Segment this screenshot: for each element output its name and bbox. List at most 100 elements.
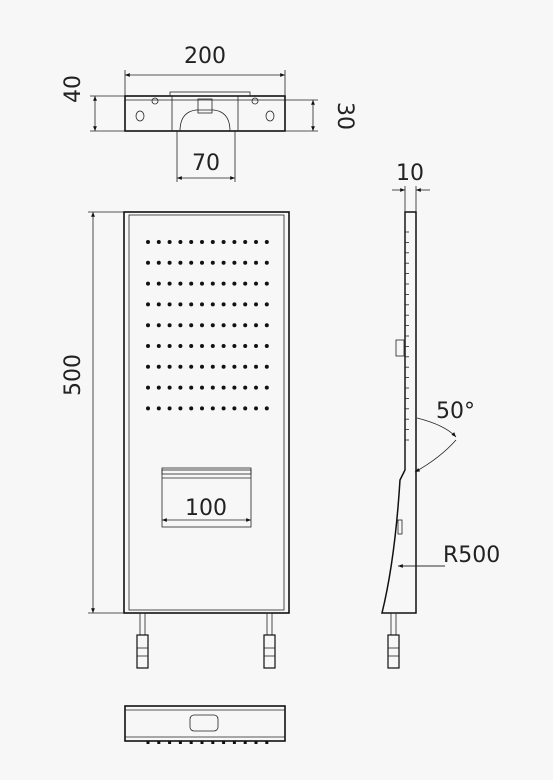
control-window-lip (161, 467, 252, 475)
nozzle-dot (156, 302, 161, 307)
nozzle-grid (146, 240, 269, 411)
nozzle-dot (221, 344, 226, 348)
nozzle-dot (156, 281, 161, 286)
nozzle-dot (178, 406, 183, 411)
nozzle-dot (221, 281, 226, 286)
nozzle-dot (221, 323, 226, 328)
nozzle-dot (254, 385, 258, 390)
nozzle-dot (189, 302, 194, 307)
bottom-nozzle (265, 741, 269, 744)
nozzle-dot (254, 302, 258, 307)
nozzle-dot (254, 260, 258, 265)
nozzle-dot (210, 406, 215, 411)
nozzle-dot (232, 385, 237, 390)
nozzle-dot (221, 302, 226, 307)
nozzle-dot (189, 281, 194, 286)
side-view-control (395, 339, 405, 357)
nozzle-dot (210, 385, 215, 390)
nozzle-dot (146, 406, 150, 411)
dim-top-width: 200 (184, 44, 226, 69)
dim-top-inner-width: 70 (192, 151, 220, 176)
nozzle-dot (178, 281, 183, 286)
nozzle-dot (264, 344, 269, 348)
top-view-slot-left (135, 110, 145, 122)
nozzle-dot (264, 260, 269, 265)
nozzle-dot (254, 323, 258, 328)
nozzle-dot (178, 344, 183, 348)
dim-front-inner-width: 100 (185, 496, 227, 521)
nozzle-dot (156, 323, 161, 328)
bottom-nozzle (146, 741, 150, 744)
top-view-top-strip (169, 91, 251, 97)
bottom-nozzle (178, 741, 182, 744)
nozzle-dot (243, 323, 248, 328)
nozzle-dot (243, 260, 248, 265)
nozzle-dot (200, 344, 204, 348)
nozzle-dot (254, 240, 258, 244)
nozzle-dot (167, 302, 172, 307)
nozzle-dot (264, 302, 269, 307)
nozzle-dot (264, 406, 269, 411)
nozzle-dot (210, 323, 215, 328)
dim-side-radius: R500 (443, 543, 500, 568)
side-view-profile (381, 211, 417, 614)
nozzle-dot (146, 240, 150, 244)
top-view: 200 40 30 70 (61, 44, 357, 182)
nozzle-dot (167, 281, 172, 286)
pipe-connector-right (263, 612, 276, 669)
nozzle-dot (200, 323, 204, 328)
nozzle-dot (210, 344, 215, 348)
bottom-nozzle (222, 741, 226, 744)
nozzle-dot (232, 364, 237, 369)
nozzle-dot (221, 260, 226, 265)
top-view-connector (197, 98, 213, 114)
nozzle-dot (178, 302, 183, 307)
nozzle-dot (243, 406, 248, 411)
nozzle-dot (178, 385, 183, 390)
nozzle-dot (167, 260, 172, 265)
front-panel-inner (128, 214, 285, 611)
nozzle-dot (254, 281, 258, 286)
top-view-body (124, 95, 286, 132)
bottom-nozzle (254, 741, 258, 744)
nozzle-dot (167, 385, 172, 390)
nozzle-dot (156, 364, 161, 369)
side-pipe-connector (387, 612, 400, 669)
nozzle-dot (200, 260, 204, 265)
bottom-view (124, 705, 286, 744)
nozzle-dot (156, 344, 161, 348)
nozzle-dot (189, 364, 194, 369)
nozzle-dot (232, 344, 237, 348)
nozzle-dot (254, 406, 258, 411)
nozzle-dot (167, 240, 172, 244)
nozzle-dot (221, 385, 226, 390)
nozzle-dot (243, 281, 248, 286)
nozzle-dot (264, 323, 269, 328)
bottom-nozzle (232, 741, 236, 744)
nozzle-dot (210, 240, 215, 244)
nozzle-dot (156, 406, 161, 411)
nozzle-dot (243, 364, 248, 369)
side-view-nozzle-ticks (405, 231, 409, 441)
nozzle-dot (178, 364, 183, 369)
nozzle-dot (243, 302, 248, 307)
top-view-hole-right (251, 97, 259, 105)
nozzle-dot (189, 385, 194, 390)
nozzle-dot (146, 260, 150, 265)
nozzle-dot (210, 364, 215, 369)
nozzle-dot (232, 240, 237, 244)
bottom-nozzle (211, 741, 215, 744)
nozzle-dot (146, 385, 150, 390)
dim-front-height: 500 (61, 354, 86, 396)
dim-top-height: 30 (332, 102, 357, 130)
nozzle-dot (221, 240, 226, 244)
nozzle-dot (232, 323, 237, 328)
nozzle-dot (264, 281, 269, 286)
nozzle-dot (232, 406, 237, 411)
top-view-slot-right (265, 110, 275, 122)
nozzle-dot (167, 323, 172, 328)
bottom-view-body (124, 705, 286, 742)
nozzle-dot (146, 323, 150, 328)
nozzle-dot (178, 260, 183, 265)
